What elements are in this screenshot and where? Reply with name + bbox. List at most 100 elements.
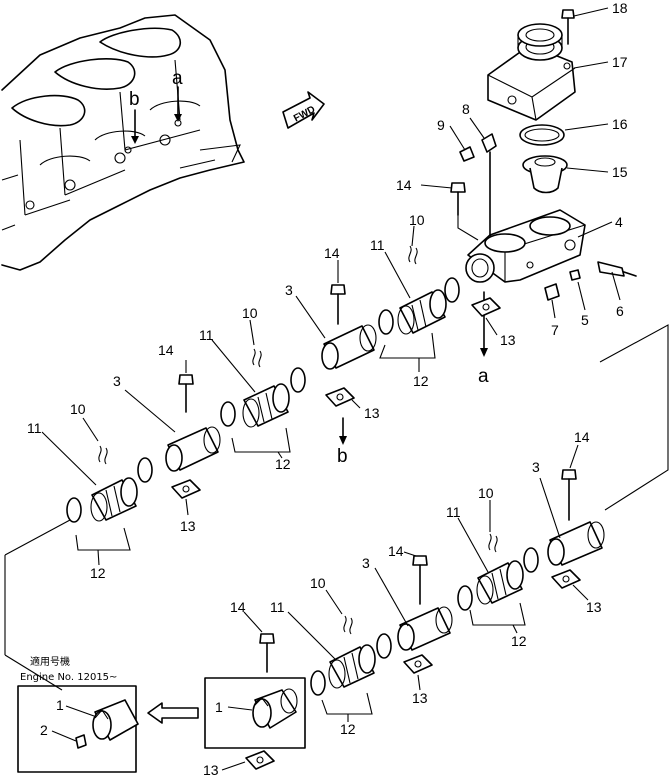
connector-11-b [242, 383, 290, 428]
callout-9: 9 [437, 117, 445, 133]
bolt-14-e [412, 555, 428, 605]
bolt-14-b [178, 374, 194, 413]
callout-6: 6 [616, 303, 624, 319]
leader-link-right [599, 324, 669, 511]
clip-10-c [98, 445, 108, 465]
connector-11-c [90, 477, 138, 522]
sensor-6 [597, 261, 637, 277]
callout-12-e: 12 [340, 721, 356, 737]
clip-10-a [408, 245, 418, 265]
inset-old-part-box [17, 685, 139, 773]
callouts: 18 17 16 15 9 8 14 4 10 11 6 5 7 13 12 1… [27, 0, 628, 775]
o-ring-d2 [457, 585, 473, 611]
inset-engine-number: Engine No. 12015~ [20, 672, 117, 683]
callout-2: 2 [40, 722, 48, 738]
bolt-14-housing [450, 182, 479, 241]
ref-label-b-top: b [129, 89, 140, 110]
callout-15: 15 [612, 164, 628, 180]
tube-3-b [165, 426, 221, 472]
bolt-14-a [330, 284, 346, 325]
tube-3-e [397, 606, 453, 651]
gasket-13-e [403, 654, 433, 674]
svg-text:FWD: FWD [292, 104, 317, 124]
callout-12-d: 12 [511, 633, 527, 649]
gasket-13-b [325, 387, 355, 407]
callout-12-a: 12 [413, 373, 429, 389]
connector-11-e [328, 644, 376, 689]
plug-9 [459, 146, 475, 162]
engine-block [1, 14, 245, 271]
callout-13-c: 13 [180, 518, 196, 534]
o-ring-e1 [376, 633, 392, 659]
callout-12-b: 12 [275, 456, 291, 472]
inset-note-jp: 適用号機 [30, 655, 70, 668]
callout-1-new: 1 [215, 699, 223, 715]
callout-10-b: 10 [242, 305, 258, 321]
callout-14-housing: 14 [396, 177, 412, 193]
callout-11-a: 11 [370, 237, 385, 253]
ref-label-b-mid: b [337, 446, 348, 467]
callout-11-d: 11 [446, 504, 461, 520]
callout-3-a: 3 [285, 282, 293, 298]
leader-lines [41, 7, 621, 771]
callout-8: 8 [462, 101, 470, 117]
leader-link-left [4, 519, 71, 556]
o-ring-c1 [137, 457, 153, 483]
tube-3-d [547, 521, 605, 566]
tube-3-a [321, 324, 377, 370]
clip-10-b [252, 348, 262, 368]
ref-label-a-top: a [172, 68, 183, 89]
connector-11-a [397, 289, 447, 335]
callout-10-a: 10 [409, 212, 425, 228]
gasket-13-f [245, 750, 275, 770]
callout-14-d: 14 [574, 429, 590, 445]
o-ring-b2 [220, 401, 236, 427]
thermostat-15 [522, 155, 568, 194]
clip-10-d [488, 533, 498, 553]
o-ring-e2 [310, 670, 326, 696]
callout-13-a: 13 [500, 332, 516, 348]
callout-17: 17 [612, 54, 628, 70]
callout-5: 5 [581, 312, 589, 328]
connector-11-d [476, 560, 524, 605]
o-ring-b1 [290, 367, 306, 393]
callout-13-e: 13 [412, 690, 428, 706]
bolt-14-f [259, 633, 275, 673]
callout-13-d: 13 [586, 599, 602, 615]
bolt-14-d [561, 469, 577, 521]
plug-5 [569, 269, 581, 281]
thermostat-housing-4 [465, 209, 586, 283]
replacement-arrow-icon [147, 702, 199, 724]
ref-label-a-mid: a [478, 366, 489, 387]
callout-11-e: 11 [270, 599, 285, 615]
inset-new-part-box [204, 677, 306, 749]
clip-10-e [343, 615, 353, 635]
o-ring-a2 [378, 309, 394, 335]
gasket-13-c [171, 479, 201, 499]
callout-16: 16 [612, 116, 628, 132]
bolt-18 [561, 9, 575, 45]
thermostat-cover [487, 23, 576, 121]
callout-13-b: 13 [364, 405, 380, 421]
gasket-13-d [551, 569, 581, 589]
plug-7 [544, 283, 560, 301]
callout-7: 7 [551, 322, 559, 338]
callout-10-e: 10 [310, 575, 326, 591]
callout-3-e: 3 [362, 555, 370, 571]
o-ring-c2 [66, 497, 82, 523]
callout-10-c: 10 [70, 401, 86, 417]
callout-12-c: 12 [90, 565, 106, 581]
callout-4: 4 [615, 214, 623, 230]
callout-13-f: 13 [203, 762, 219, 775]
callout-3-d: 3 [532, 459, 540, 475]
fwd-arrow-icon: FWD [282, 91, 325, 129]
callout-14-a: 14 [324, 245, 340, 261]
callout-11-c: 11 [27, 420, 42, 436]
callout-10-d: 10 [478, 485, 494, 501]
callout-18: 18 [612, 0, 628, 16]
callout-14-e: 14 [388, 543, 404, 559]
o-ring-a1 [444, 277, 460, 303]
callout-11-b: 11 [199, 327, 214, 343]
